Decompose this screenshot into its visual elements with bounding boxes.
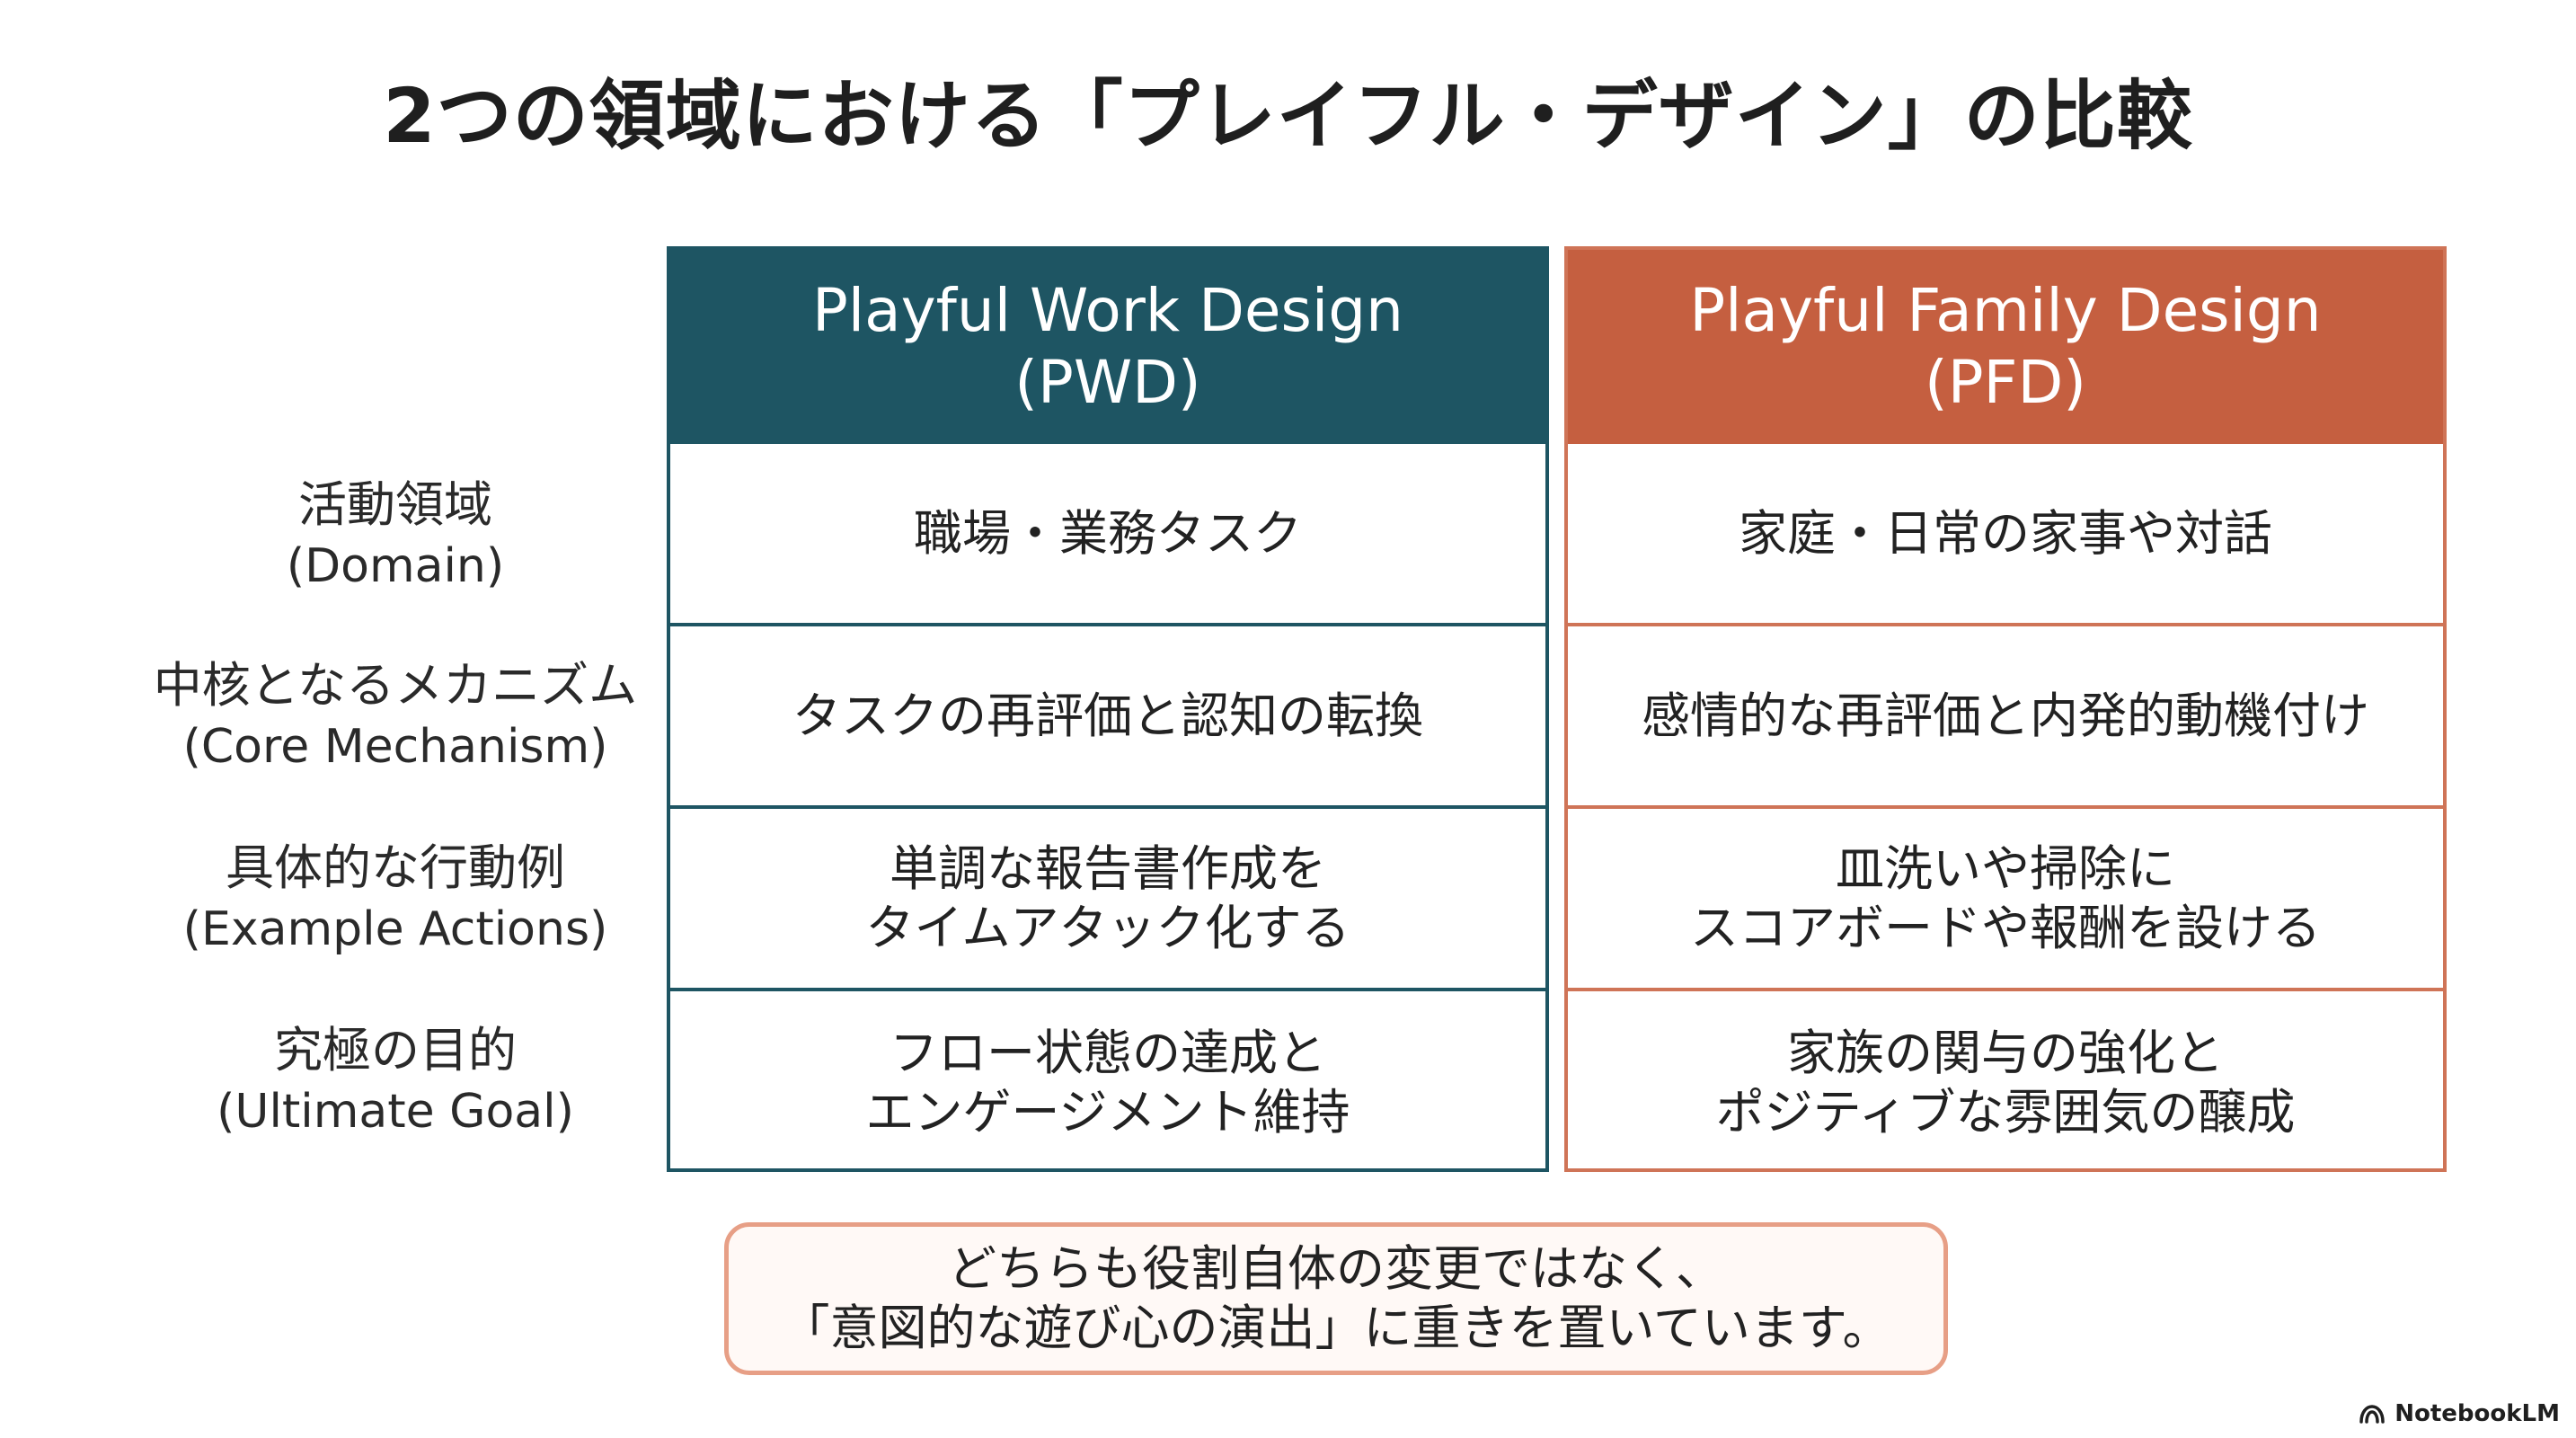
row-label-ultimate-goal-en: (Ultimate Goal) (217, 1085, 574, 1139)
pwd-cell-example-actions: 単調な報告書作成を タイムアタック化する (670, 809, 1545, 991)
pwd-cell-example-actions-line1: 単調な報告書作成を (890, 839, 1326, 897)
pfd-cell-domain: 家庭・日常の家事や対話 (1568, 444, 2443, 626)
pfd-cell-ultimate-goal-line1: 家族の関与の強化と (1787, 1024, 2224, 1081)
pfd-cell-example-actions: 皿洗いや掃除に スコアボードや報酬を設ける (1568, 809, 2443, 991)
brand-label: NotebookLM (2395, 1400, 2560, 1427)
pfd-cell-ultimate-goal-line2: ポジティブな雰囲気の醸成 (1715, 1083, 2296, 1141)
pfd-cell-ultimate-goal: 家族の関与の強化と ポジティブな雰囲気の醸成 (1568, 991, 2443, 1174)
pwd-cell-ultimate-goal-line1: フロー状態の達成と (890, 1024, 1326, 1081)
slide-title: 2つの領域における「プレイフル・デザイン」の比較 (383, 72, 2193, 160)
pwd-header: Playful Work Design (PWD) (670, 250, 1545, 444)
row-label-example-actions: 具体的な行動例 (Example Actions) (108, 807, 683, 990)
pwd-header-title: Playful Work Design (811, 276, 1403, 345)
summary-note-line1: どちらも役割自体の変更ではなく、 (948, 1240, 1724, 1297)
pwd-cell-domain-line1: 職場・業務タスク (914, 504, 1302, 562)
pfd-cell-example-actions-line2: スコアボードや報酬を設ける (1690, 899, 2321, 956)
row-label-domain: 活動領域 (Domain) (108, 444, 683, 627)
notebooklm-logo-icon (2359, 1405, 2385, 1424)
summary-note: どちらも役割自体の変更ではなく、 「意図的な遊び心の演出」に重きを置いています。 (724, 1222, 1948, 1375)
pwd-cell-core-mechanism: タスクの再評価と認知の転換 (670, 626, 1545, 809)
pfd-cell-domain-line1: 家庭・日常の家事や対話 (1739, 504, 2272, 562)
pfd-cell-example-actions-line1: 皿洗いや掃除に (1836, 839, 2175, 897)
row-label-domain-jp: 活動領域 (298, 476, 492, 533)
pwd-header-abbr: (PWD) (1014, 348, 1201, 417)
pwd-cell-ultimate-goal-line2: エンゲージメント維持 (865, 1083, 1350, 1141)
pfd-header-title: Playful Family Design (1689, 276, 2322, 345)
row-label-core-mechanism-jp: 中核となるメカニズム (153, 657, 638, 714)
summary-note-line2: 「意図的な遊び心の演出」に重きを置いています。 (781, 1300, 1891, 1356)
row-label-ultimate-goal: 究極の目的 (Ultimate Goal) (108, 990, 683, 1173)
row-label-domain-en: (Domain) (286, 539, 505, 593)
pfd-column: Playful Family Design (PFD) 家庭・日常の家事や対話 … (1564, 246, 2447, 1172)
notebooklm-brand: NotebookLM (2359, 1398, 2560, 1429)
pwd-cell-example-actions-line2: タイムアタック化する (865, 899, 1350, 956)
pfd-cell-core-mechanism-line1: 感情的な再評価と内発的動機付け (1642, 687, 2369, 744)
row-label-example-actions-en: (Example Actions) (182, 902, 608, 956)
pwd-cell-core-mechanism-line1: タスクの再評価と認知の転換 (792, 687, 1423, 744)
pfd-header-abbr: (PFD) (1924, 348, 2087, 417)
pfd-cell-core-mechanism: 感情的な再評価と内発的動機付け (1568, 626, 2443, 809)
pwd-cell-ultimate-goal: フロー状態の達成と エンゲージメント維持 (670, 991, 1545, 1174)
pfd-header: Playful Family Design (PFD) (1568, 250, 2443, 444)
pwd-column: Playful Work Design (PWD) 職場・業務タスク タスクの再… (667, 246, 1549, 1172)
row-label-ultimate-goal-jp: 究極の目的 (274, 1022, 517, 1078)
row-label-core-mechanism: 中核となるメカニズム (Core Mechanism) (108, 625, 683, 808)
row-label-core-mechanism-en: (Core Mechanism) (182, 720, 608, 774)
row-label-example-actions-jp: 具体的な行動例 (226, 839, 565, 896)
pwd-cell-domain: 職場・業務タスク (670, 444, 1545, 626)
